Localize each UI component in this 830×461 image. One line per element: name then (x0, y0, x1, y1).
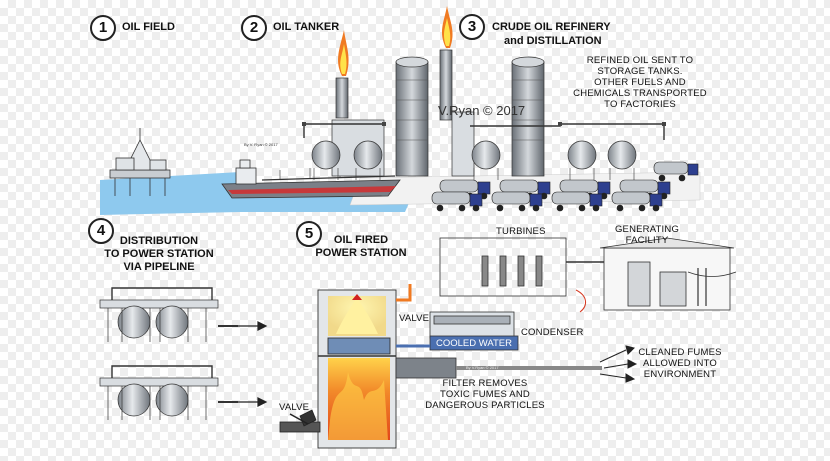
boiler (317, 289, 397, 449)
generating-facility (599, 237, 737, 311)
refinery-note-line2: STORAGE TANKS. (597, 66, 683, 77)
turbines-label: TURBINES (496, 226, 546, 237)
flow-arrows-pipeline (238, 321, 268, 407)
refinery-note-line4: CHEMICALS TRANSPORTED (573, 88, 707, 99)
pipeline-storage-lower (99, 365, 238, 420)
step-4-label-line2: TO POWER STATION (104, 248, 214, 260)
step-1-label: OIL FIELD (122, 21, 175, 33)
watermark: V.Ryan © 2017 (438, 103, 526, 118)
step-5-number: 5 (296, 221, 322, 247)
filter-label-line3: DANGEROUS PARTICLES (425, 400, 545, 411)
oil-rig (109, 128, 171, 196)
cleaned-fumes-line1: CLEANED FUMES (638, 347, 722, 358)
step-2-number: 2 (241, 15, 267, 41)
tanker-trucks (431, 161, 699, 212)
cleaned-fumes-line3: ENVIRONMENT (643, 369, 717, 380)
condenser (396, 311, 519, 351)
generating-label-line2: FACILITY (625, 235, 669, 246)
condenser-label: CONDENSER (521, 327, 584, 338)
refinery-note-line3: OTHER FUELS AND (594, 77, 686, 88)
valve-upper-label: VALVE (399, 313, 430, 324)
generating-label-line1: GENERATING (614, 224, 680, 235)
step-5-label-line2: POWER STATION (315, 247, 407, 259)
credit-small-1: By V. Ryan © 2017 (244, 142, 278, 147)
pipeline-storage-upper (99, 287, 238, 342)
step-3-label-line1: CRUDE OIL REFINERY (492, 21, 611, 33)
step-4-number: 4 (88, 218, 114, 244)
cleaned-fumes-line2: ALLOWED INTO (642, 358, 718, 369)
cooled-water-label: COOLED WATER (436, 338, 513, 349)
step-4-label-line3: VIA PIPELINE (123, 261, 195, 273)
oil-tanker (221, 159, 401, 199)
step-4-label-line1: DISTRIBUTION (119, 235, 199, 247)
step-2-label: OIL TANKER (273, 21, 340, 33)
refinery (302, 6, 666, 180)
turbine-house (396, 237, 630, 313)
refinery-note-line5: TO FACTORIES (604, 99, 676, 110)
valve-lower-label: VALVE (279, 402, 310, 413)
refinery-note-line1: REFINED OIL SENT TO (586, 55, 694, 66)
filter-label-line2: TOXIC FUMES AND (440, 389, 530, 400)
step-3-label-line2: and DISTILLATION (504, 35, 602, 47)
step-1-number: 1 (90, 15, 116, 41)
filter-label-line1: FILTER REMOVES (442, 378, 528, 389)
fuel-valve (279, 409, 321, 433)
credit-small-2: By V.Ryan © 2017 (466, 365, 499, 370)
step-5-label-line1: OIL FIRED (333, 234, 389, 246)
fume-filter (395, 345, 638, 383)
step-3-number: 3 (459, 14, 485, 40)
